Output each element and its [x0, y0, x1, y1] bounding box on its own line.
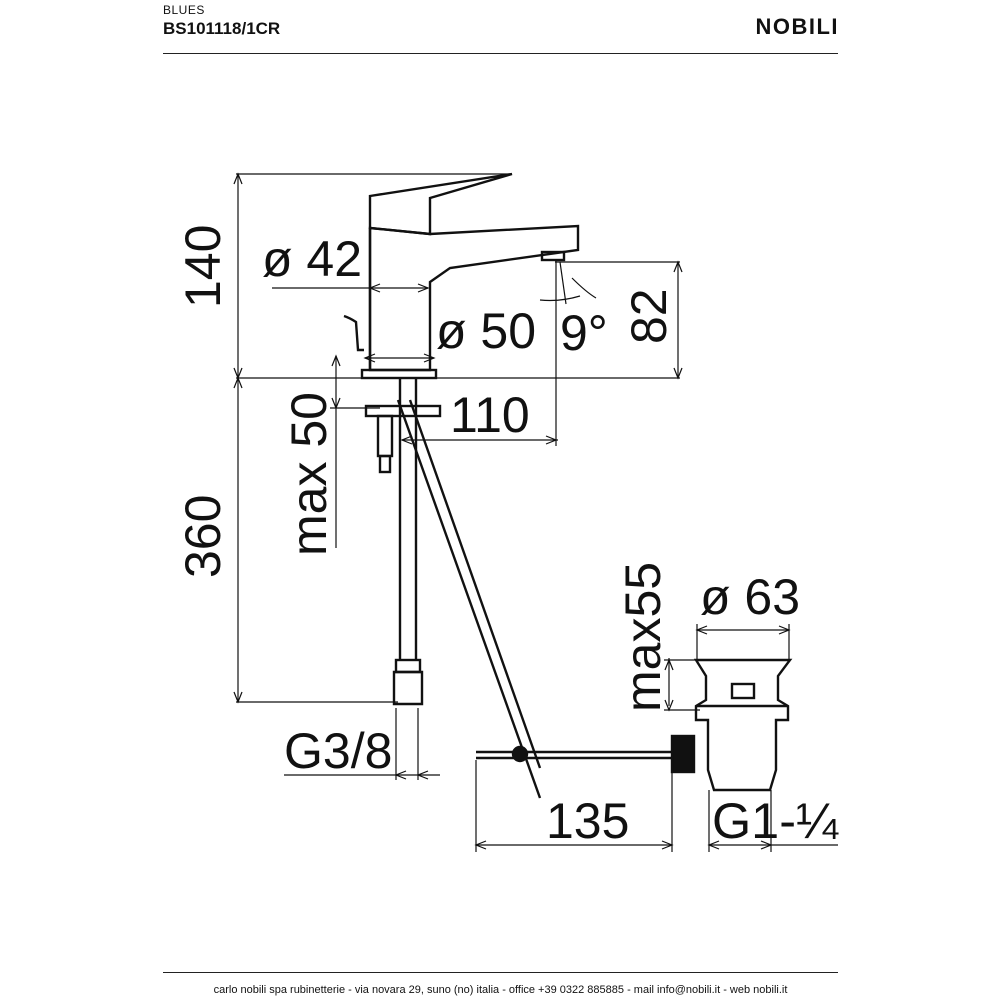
- brand-logo: NOBILI: [755, 14, 839, 39]
- dim-reach-110: 110: [450, 387, 530, 443]
- footer-divider: [163, 972, 838, 973]
- dim-height-360: 360: [175, 495, 231, 578]
- dim-max-55: max55: [615, 562, 671, 712]
- dim-thread-g38: G3/8: [284, 723, 392, 779]
- faucet-body: [343, 172, 793, 799]
- series-name: BLUES: [163, 3, 205, 17]
- dim-max-50: max 50: [281, 392, 337, 556]
- dim-height-82: 82: [621, 288, 677, 344]
- dim-diam-42: ø 42: [262, 231, 362, 287]
- dimension-lines: [233, 172, 838, 852]
- dim-diam-63: ø 63: [700, 569, 800, 625]
- dim-length-135: 135: [546, 793, 629, 849]
- product-code: BS101118/1CR: [163, 19, 281, 38]
- dim-diam-50: ø 50: [436, 303, 536, 359]
- dim-height-140: 140: [175, 225, 231, 308]
- header-divider: [163, 53, 838, 54]
- dim-thread-g114: G1-¼: [712, 793, 839, 849]
- dim-angle-9: 9°: [560, 305, 608, 361]
- company-contact-footer: carlo nobili spa rubinetterie - via nova…: [213, 984, 788, 996]
